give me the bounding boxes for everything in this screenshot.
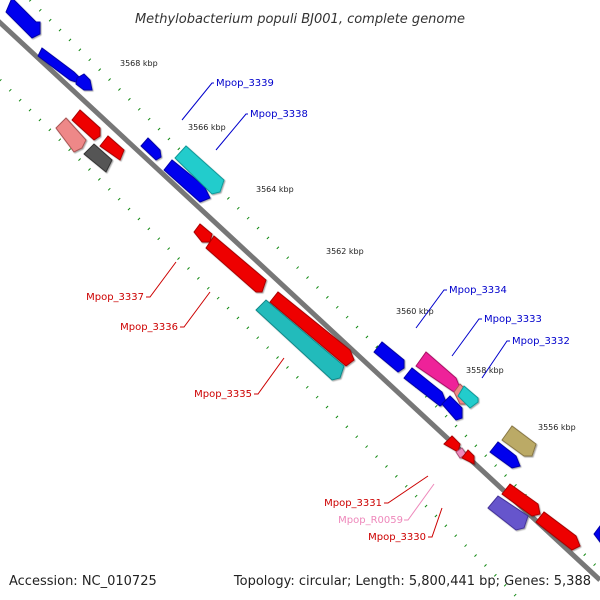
gene-arrow-forward[interactable] <box>593 525 600 543</box>
gene-arrow-purple[interactable] <box>487 495 529 531</box>
outer-tick-row <box>28 0 600 572</box>
gene-arrow-forward[interactable] <box>441 395 463 421</box>
gene-arrow-reverse[interactable] <box>461 449 475 465</box>
leader-line-mpop-3333 <box>451 318 482 357</box>
leader-line-mpop-r0059 <box>404 483 435 521</box>
gene-arrow-teal-reverse[interactable] <box>255 299 345 381</box>
tick-label: 3558 kbp <box>466 366 504 375</box>
genome-backbone <box>0 19 600 582</box>
genome-summary-text: Topology: circular; Length: 5,800,441 bp… <box>233 574 591 589</box>
gene-label-mpop-3335[interactable]: Mpop_3335 <box>194 389 252 400</box>
gene-label-mpop-3338[interactable]: Mpop_3338 <box>250 109 308 120</box>
reverse-strand-features <box>55 109 581 551</box>
gene-label-mpop-3333[interactable]: Mpop_3333 <box>484 314 542 325</box>
tick-label: 3556 kbp <box>538 423 576 432</box>
map-title: Methylobacterium populi BJ001, complete … <box>135 12 465 27</box>
gene-label-mpop-3330[interactable]: Mpop_3330 <box>368 532 426 543</box>
leader-line-mpop-3331 <box>384 475 429 504</box>
gene-arrow-reverse[interactable] <box>501 483 541 517</box>
gene-label-mpop-3336[interactable]: Mpop_3336 <box>120 322 178 333</box>
gene-arrow-forward[interactable] <box>5 0 41 39</box>
gene-arrow-forward[interactable] <box>140 137 162 161</box>
gene-arrow-reverse[interactable] <box>193 223 213 243</box>
accession-text: Accession: NC_010725 <box>9 574 157 589</box>
leader-line-mpop-3339 <box>181 82 214 121</box>
gene-label-mpop-3339[interactable]: Mpop_3339 <box>216 78 274 89</box>
leader-line-mpop-3334 <box>415 289 447 329</box>
gene-arrow-forward[interactable] <box>403 367 447 407</box>
gene-arrow-forward[interactable] <box>75 73 93 91</box>
gene-arrow-forward[interactable] <box>489 441 521 469</box>
gene-label-mpop-3331[interactable]: Mpop_3331 <box>324 498 382 509</box>
gene-label-mpop-3334[interactable]: Mpop_3334 <box>449 285 507 296</box>
gene-arrow-forward[interactable] <box>163 159 211 203</box>
tick-label: 3568 kbp <box>120 59 158 68</box>
gene-label-mpop-r0059[interactable]: Mpop_R0059 <box>338 515 403 526</box>
gene-arrow-gray[interactable] <box>83 143 113 173</box>
gene-arrow-magenta-forward[interactable] <box>415 351 461 393</box>
tick-label: 3560 kbp <box>396 307 434 316</box>
gene-arrow-cyan-forward[interactable] <box>174 145 225 195</box>
leader-line-mpop-3332 <box>481 340 510 379</box>
gene-arrow-reverse[interactable] <box>205 235 267 293</box>
gene-arrow-reverse[interactable] <box>443 435 461 453</box>
tick-label: 3562 kbp <box>326 247 364 256</box>
gene-arrow-reverse[interactable] <box>269 291 355 367</box>
gene-label-mpop-3337[interactable]: Mpop_3337 <box>86 292 144 303</box>
gene-arrow-cyan-forward[interactable] <box>457 385 479 409</box>
gene-arrow-olive[interactable] <box>501 425 537 457</box>
leader-line-mpop-3335 <box>254 357 285 395</box>
forward-strand-features <box>5 0 600 543</box>
gene-arrow-forward[interactable] <box>373 341 405 373</box>
gene-label-mpop-3332[interactable]: Mpop_3332 <box>512 336 570 347</box>
gene-arrow-salmon[interactable] <box>55 117 87 153</box>
leader-line-mpop-3338 <box>215 113 248 151</box>
inner-tick-row <box>0 78 523 600</box>
tick-labels: 3568 kbp 3566 kbp 3564 kbp 3562 kbp 3560… <box>120 59 576 432</box>
leader-line-mpop-3336 <box>180 291 211 328</box>
gene-arrow-reverse[interactable] <box>71 109 101 141</box>
gene-arrow-reverse[interactable] <box>535 511 581 551</box>
gene-labels: Mpop_3339 Mpop_3338 Mpop_3334 Mpop_3333 … <box>86 78 570 543</box>
gene-arrow-reverse[interactable] <box>99 135 125 161</box>
tick-label: 3566 kbp <box>188 123 226 132</box>
label-leader-lines <box>146 82 510 538</box>
leader-line-mpop-3337 <box>146 261 177 298</box>
leader-line-mpop-3330 <box>428 507 443 538</box>
tick-label: 3564 kbp <box>256 185 294 194</box>
